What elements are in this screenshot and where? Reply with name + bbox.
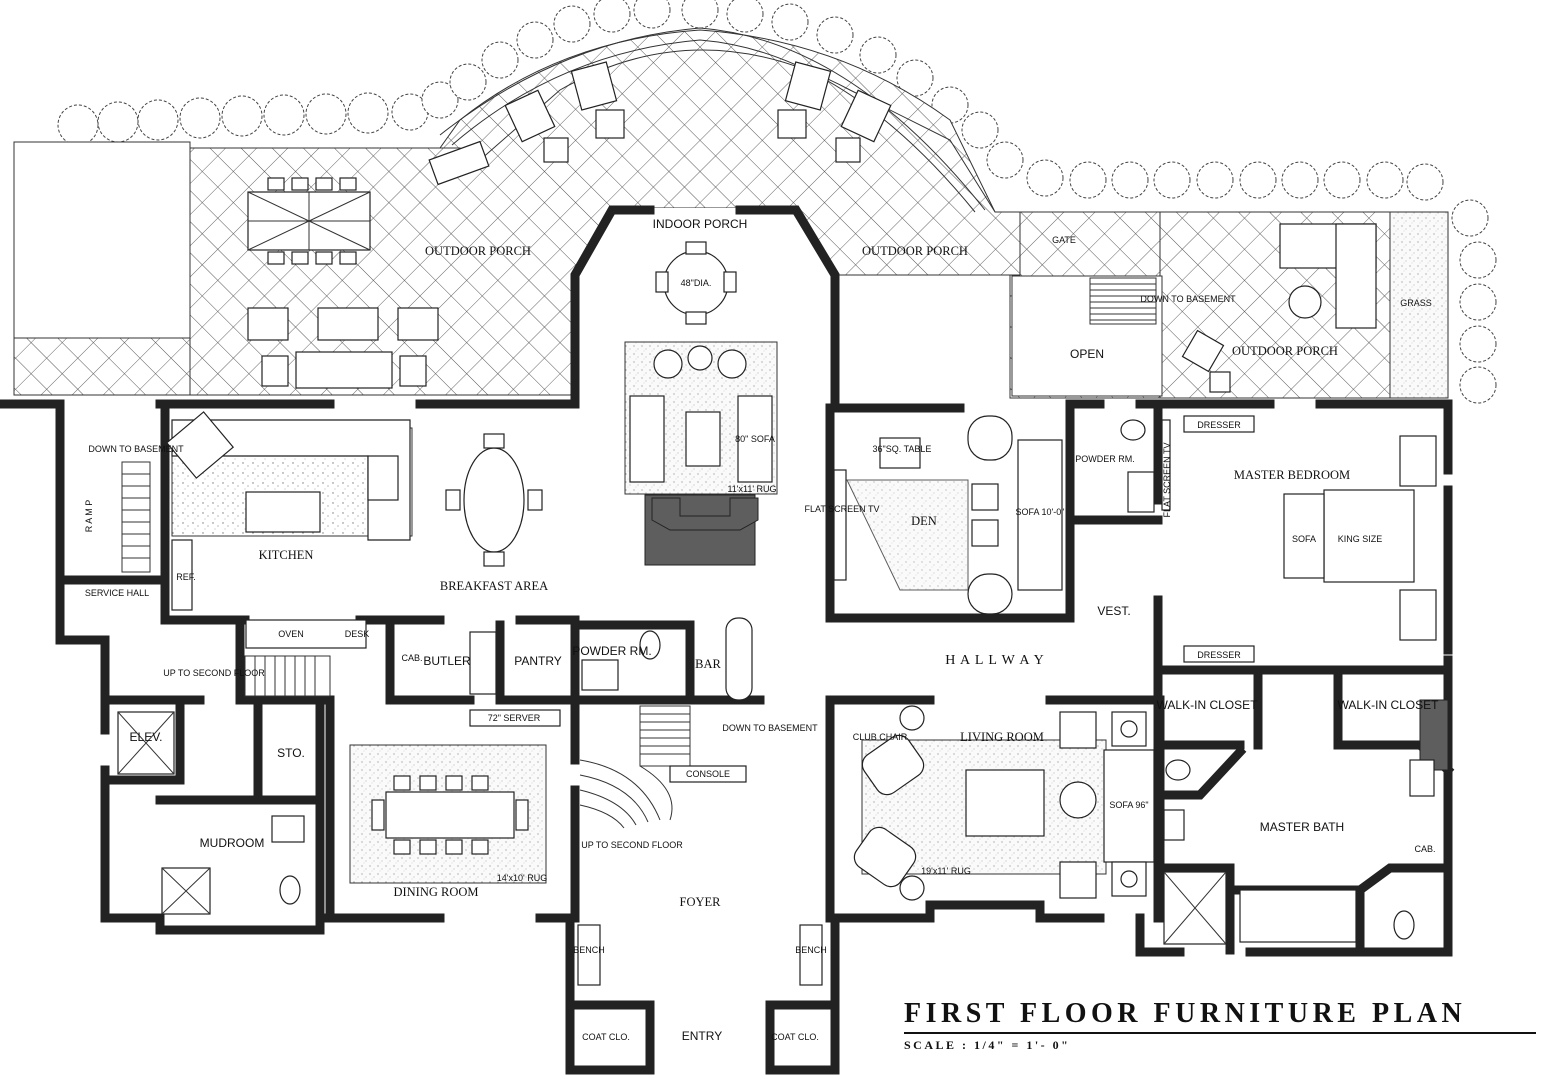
label-dresser-south: DRESSER — [1197, 650, 1241, 660]
label-foyer: FOYER — [680, 895, 722, 909]
label-sofa-80: 80" SOFA — [735, 434, 775, 444]
label-grass: GRASS — [1400, 298, 1432, 308]
label-entry: ENTRY — [682, 1029, 722, 1043]
label-living-room: LIVING ROOM — [960, 730, 1044, 744]
label-indoor-porch: INDOOR PORCH — [653, 217, 748, 231]
label-elev: ELEV. — [130, 730, 163, 744]
label-dresser-north: DRESSER — [1197, 420, 1241, 430]
label-coat-clo-west: COAT CLO. — [582, 1032, 630, 1042]
label-down-to-basement-center: DOWN TO BASEMENT — [722, 723, 818, 733]
label-outdoor-porch-west: OUTDOOR PORCH — [425, 244, 531, 258]
label-club-chair: CLUB CHAIR — [853, 732, 908, 742]
plan-title: FIRST FLOOR FURNITURE PLAN — [904, 998, 1467, 1029]
label-dining-room: DINING ROOM — [393, 885, 478, 899]
label-cab-bath: CAB. — [1414, 844, 1435, 854]
label-flat-screen-den: FLAT SCREEN TV — [804, 504, 879, 514]
label-up-to-second-floor-west: UP TO SECOND FLOOR — [163, 668, 265, 678]
label-king-size: KING SIZE — [1338, 534, 1383, 544]
label-breakfast-area: BREAKFAST AREA — [440, 579, 548, 593]
label-flat-screen-master: FLAT SCREEN TV — [1162, 442, 1172, 517]
label-service-hall: SERVICE HALL — [85, 588, 149, 598]
label-outdoor-porch-east: OUTDOOR PORCH — [1232, 344, 1338, 358]
wall-shading — [644, 494, 1449, 771]
label-table-48: 48"DIA. — [681, 278, 712, 288]
label-vest: VEST. — [1097, 604, 1130, 618]
title-rule — [904, 1032, 1536, 1034]
label-bar: BAR — [695, 657, 721, 671]
label-oven: OVEN — [278, 629, 304, 639]
label-living-rug: 19'x11' RUG — [921, 866, 971, 876]
label-bench-east: BENCH — [795, 945, 827, 955]
label-butler: BUTLER — [423, 654, 471, 668]
label-bench-west: BENCH — [573, 945, 605, 955]
label-powder-rm-east: POWDER RM. — [1075, 454, 1135, 464]
stairs — [121, 277, 1157, 829]
landscape-trees — [57, 0, 1497, 404]
furniture — [117, 61, 1437, 986]
label-down-to-basement-east: DOWN TO BASEMENT — [1140, 294, 1236, 304]
room-labels: OUTDOOR PORCH INDOOR PORCH OUTDOOR PORCH… — [84, 217, 1439, 1043]
label-open: OPEN — [1070, 347, 1104, 361]
label-outdoor-porch-center: OUTDOOR PORCH — [862, 244, 968, 258]
label-powder-rm-west: POWDER RM. — [572, 644, 651, 658]
label-walk-in-closet-west: WALK-IN CLOSET — [1157, 698, 1259, 712]
label-coat-clo-east: COAT CLO. — [771, 1032, 819, 1042]
label-sofa-master: SOFA — [1292, 534, 1316, 544]
label-pantry: PANTRY — [514, 654, 562, 668]
label-den: DEN — [911, 514, 937, 528]
label-table-36: 36"SQ. TABLE — [873, 444, 932, 454]
label-kitchen: KITCHEN — [259, 548, 314, 562]
label-desk: DESK — [345, 629, 370, 639]
label-dining-rug: 14'x10' RUG — [497, 873, 547, 883]
label-up-to-second-floor-center: UP TO SECOND FLOOR — [581, 840, 683, 850]
label-master-bath: MASTER BATH — [1260, 820, 1344, 834]
label-master-bedroom: MASTER BEDROOM — [1234, 468, 1350, 482]
plan-scale: SCALE : 1/4" = 1'- 0" — [904, 1038, 1071, 1052]
label-hallway: H A L L W A Y — [945, 653, 1045, 668]
label-console: CONSOLE — [686, 769, 730, 779]
label-ref: REF. — [176, 572, 196, 582]
label-down-to-basement-west: DOWN TO BASEMENT — [88, 444, 184, 454]
title-block: FIRST FLOOR FURNITURE PLAN SCALE : 1/4" … — [904, 998, 1544, 1053]
label-sto: STO. — [277, 746, 305, 760]
label-gate: GATE — [1052, 235, 1076, 245]
label-server: 72" SERVER — [488, 713, 541, 723]
label-mudroom: MUDROOM — [200, 836, 265, 850]
label-sofa-10: SOFA 10'-0" — [1016, 507, 1065, 517]
label-sofa-96: SOFA 96" — [1109, 800, 1148, 810]
label-walk-in-closet-east: WALK-IN CLOSET — [1338, 698, 1440, 712]
label-rug-11: 11'x11' RUG — [727, 484, 776, 494]
label-cab-butler: CAB. — [401, 653, 422, 663]
label-ramp: R A M P — [84, 500, 94, 533]
